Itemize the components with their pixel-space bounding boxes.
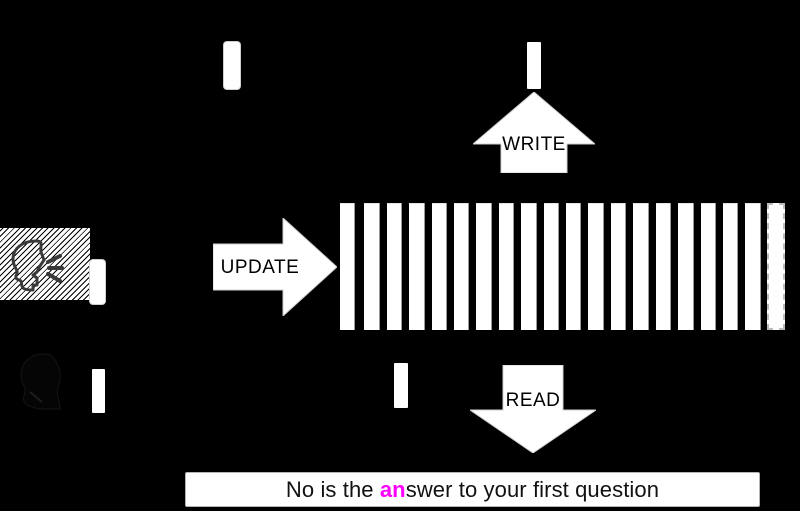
memory-cell	[631, 203, 653, 330]
written-token	[527, 42, 541, 89]
memory-cell-bar	[610, 203, 626, 330]
update-arrow-label: UPDATE	[220, 257, 300, 278]
memory-cell	[452, 203, 474, 330]
memory-cell-bar	[745, 203, 760, 330]
memory-cell-bar	[431, 203, 447, 330]
listening-head-icon	[14, 352, 76, 414]
memory-cell-bar	[766, 203, 786, 330]
read-token	[394, 363, 408, 408]
memory-cell	[766, 203, 788, 330]
caption-text-highlight: an	[379, 476, 406, 502]
memory-cell	[407, 203, 429, 330]
listener-token	[92, 369, 105, 413]
memory-cell	[474, 203, 496, 330]
speaking-head-icon	[6, 238, 72, 294]
memory-cell-bar	[543, 203, 559, 330]
memory-cell	[542, 203, 564, 330]
read-arrow: READ	[470, 365, 596, 453]
write-arrow-label: WRITE	[502, 134, 566, 155]
caption-bar: No is the answer to your first question	[185, 472, 760, 507]
caption-text-after: swer to your first question	[405, 476, 660, 502]
memory-cell-bar	[476, 203, 491, 330]
memory-cell	[340, 203, 362, 330]
caption-text: No is the answer to your first question	[286, 477, 659, 503]
memory-cell	[385, 203, 407, 330]
memory-cell-bar	[633, 203, 648, 330]
caption-text-before: No is the	[285, 476, 380, 502]
memory-cell-bar	[678, 203, 693, 330]
memory-cell	[699, 203, 721, 330]
speaker-panel	[0, 228, 90, 300]
memory-cell-bar	[454, 203, 469, 330]
write-arrow: WRITE	[473, 92, 595, 173]
incoming-token	[224, 42, 240, 89]
memory-cell-bar	[364, 203, 379, 330]
memory-cell-bar	[409, 203, 424, 330]
memory-cell	[676, 203, 698, 330]
memory-cell-bar	[588, 203, 603, 330]
memory-cell	[743, 203, 765, 330]
memory-cell	[586, 203, 608, 330]
memory-cell	[721, 203, 743, 330]
memory-buffer	[340, 203, 788, 330]
memory-cell	[430, 203, 452, 330]
memory-cell-bar	[340, 203, 355, 330]
update-arrow: UPDATE	[213, 218, 337, 316]
memory-cell-bar	[700, 203, 715, 330]
read-arrow-label: READ	[505, 390, 561, 411]
memory-cell-bar	[498, 203, 514, 330]
memory-cell	[564, 203, 586, 330]
memory-cell-bar	[655, 203, 671, 330]
memory-cell-bar	[386, 203, 402, 330]
memory-cell	[609, 203, 631, 330]
memory-cell-bar	[722, 203, 738, 330]
speaker-token	[90, 260, 105, 304]
memory-cell	[519, 203, 541, 330]
memory-cell-bar	[521, 203, 536, 330]
memory-cell	[654, 203, 676, 330]
memory-cell-bar	[566, 203, 581, 330]
memory-cell	[497, 203, 519, 330]
memory-cell	[362, 203, 384, 330]
